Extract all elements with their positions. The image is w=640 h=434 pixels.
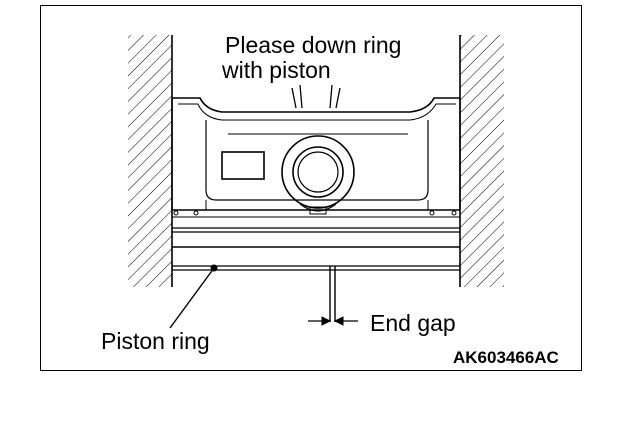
end-gap-lines bbox=[329, 266, 336, 322]
instruction-line-2: with piston bbox=[222, 57, 331, 83]
piston bbox=[171, 97, 461, 210]
cylinder-wall-left bbox=[128, 35, 173, 287]
piston-ring bbox=[172, 265, 460, 271]
cylinder-wall-right bbox=[459, 35, 504, 287]
piston-pin-boss bbox=[281, 135, 355, 215]
figure-code: AK603466AC bbox=[453, 348, 559, 367]
end-gap-label: End gap bbox=[370, 310, 456, 336]
figure-frame bbox=[40, 5, 582, 371]
end-gap-arrows bbox=[308, 316, 358, 326]
instruction-line-1: Please down ring bbox=[225, 32, 402, 58]
piston-skirt-lines bbox=[172, 209, 460, 248]
connecting-rod bbox=[291, 84, 341, 109]
piston-ring-leader bbox=[169, 264, 218, 329]
piston-ring-label: Piston ring bbox=[101, 328, 210, 354]
